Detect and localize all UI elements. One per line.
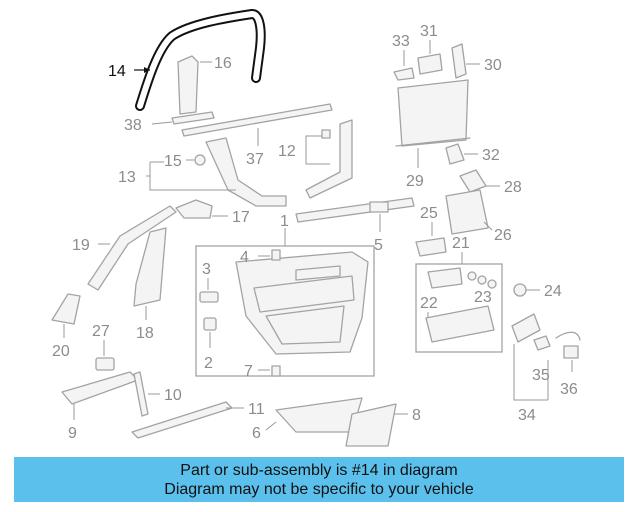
part-36-connector <box>563 345 579 359</box>
callout-34: 34 <box>518 407 536 424</box>
part-32-mount <box>445 143 465 165</box>
callout-14: 14 <box>108 63 126 80</box>
part-24-grommet <box>513 283 527 297</box>
part-26-switch-panel <box>445 189 489 235</box>
callout-24: 24 <box>544 283 562 300</box>
part-3-switch <box>199 291 219 303</box>
callout-18: 18 <box>136 325 154 342</box>
callout-20: 20 <box>52 343 70 360</box>
callout-9: 9 <box>68 425 77 442</box>
part-21-handle <box>427 267 463 289</box>
leader-34 <box>513 344 549 401</box>
callout-32: 32 <box>482 147 500 164</box>
callout-36: 36 <box>560 381 578 398</box>
part-30-bracket <box>451 43 467 79</box>
callout-23: 23 <box>474 289 492 306</box>
part-12-clip <box>321 129 331 139</box>
callout-8: 8 <box>412 407 421 424</box>
callout-27: 27 <box>92 323 110 340</box>
part-12-pillar-trim <box>305 119 353 199</box>
part-19-a-pillar <box>87 205 177 291</box>
part-29-sunshade <box>397 79 469 147</box>
callout-13: 13 <box>118 169 136 186</box>
part-17-cap <box>175 199 213 219</box>
part-23-plug-a <box>467 271 477 281</box>
callout-4: 4 <box>240 249 249 266</box>
callout-16: 16 <box>214 55 232 72</box>
callout-26: 26 <box>494 227 512 244</box>
arrow-14 <box>144 67 150 73</box>
callout-7: 7 <box>244 363 253 380</box>
callout-3: 3 <box>202 261 211 278</box>
part-38-strip <box>171 111 215 125</box>
leader-26 <box>483 221 493 231</box>
callout-21: 21 <box>452 235 470 252</box>
part-25-handle <box>415 237 447 257</box>
callout-6: 6 <box>252 425 261 442</box>
part-22-handle <box>425 305 495 343</box>
part-31-guide <box>417 53 443 75</box>
part-36-wire <box>555 331 581 341</box>
callout-2: 2 <box>204 355 213 372</box>
part-18-trim <box>133 227 167 307</box>
part-28-cover <box>459 169 487 193</box>
part-5-strip <box>295 197 415 223</box>
part-37-strip <box>181 103 333 137</box>
callout-25: 25 <box>420 205 438 222</box>
callout-19: 19 <box>72 237 90 254</box>
part-4-clip <box>271 249 281 261</box>
part-13-b-pillar <box>205 137 287 207</box>
part-21-box <box>415 263 503 353</box>
callout-35: 35 <box>532 367 550 384</box>
part-9-sill-plate <box>61 371 139 405</box>
caption-line-2: Diagram may not be specific to your vehi… <box>164 481 474 498</box>
caption-line-1: Part or sub-assembly is #14 in diagram <box>180 462 458 479</box>
part-15-clip <box>194 154 206 166</box>
callout-22: 22 <box>420 295 438 312</box>
callout-11: 11 <box>248 401 265 418</box>
leader-12 <box>305 135 330 165</box>
part-34-switch <box>511 313 541 343</box>
callout-10: 10 <box>164 387 182 404</box>
part-2-clip <box>203 317 217 331</box>
callout-12: 12 <box>278 143 296 160</box>
part-33-clip <box>393 67 415 81</box>
part-7-clip <box>271 365 281 377</box>
part-5-switch <box>369 201 389 213</box>
callout-31: 31 <box>420 23 438 40</box>
part-23-plug-b <box>477 275 487 285</box>
callout-37: 37 <box>246 151 264 168</box>
part-16-pillar-trim <box>177 55 199 115</box>
part-1-door-panel <box>235 251 369 355</box>
callout-29: 29 <box>406 173 424 190</box>
callout-1: 1 <box>280 213 289 230</box>
callout-33: 33 <box>392 33 410 50</box>
leader-38 <box>151 121 173 125</box>
part-20-bracket <box>51 293 81 325</box>
parts-diagram: 14 16 38 37 15 13 12 17 19 18 20 27 9 10… <box>51 9 581 447</box>
callout-5: 5 <box>374 237 383 254</box>
callout-28: 28 <box>504 179 522 196</box>
leader-6 <box>265 421 277 431</box>
callout-17: 17 <box>232 209 250 226</box>
part-23-plug-c <box>487 279 497 289</box>
part-27-clip <box>95 357 115 371</box>
part-29-roller <box>395 137 471 147</box>
part-35-cap <box>533 335 551 351</box>
callout-30: 30 <box>484 57 502 74</box>
part-10-strip <box>133 371 149 417</box>
leader-13 <box>146 161 236 191</box>
part-8-panel <box>345 403 397 447</box>
caption-banner: Part or sub-assembly is #14 in diagram D… <box>14 457 624 502</box>
callout-38: 38 <box>124 117 142 134</box>
part-14-weatherstrip[interactable] <box>135 9 266 111</box>
callout-15: 15 <box>164 153 182 170</box>
